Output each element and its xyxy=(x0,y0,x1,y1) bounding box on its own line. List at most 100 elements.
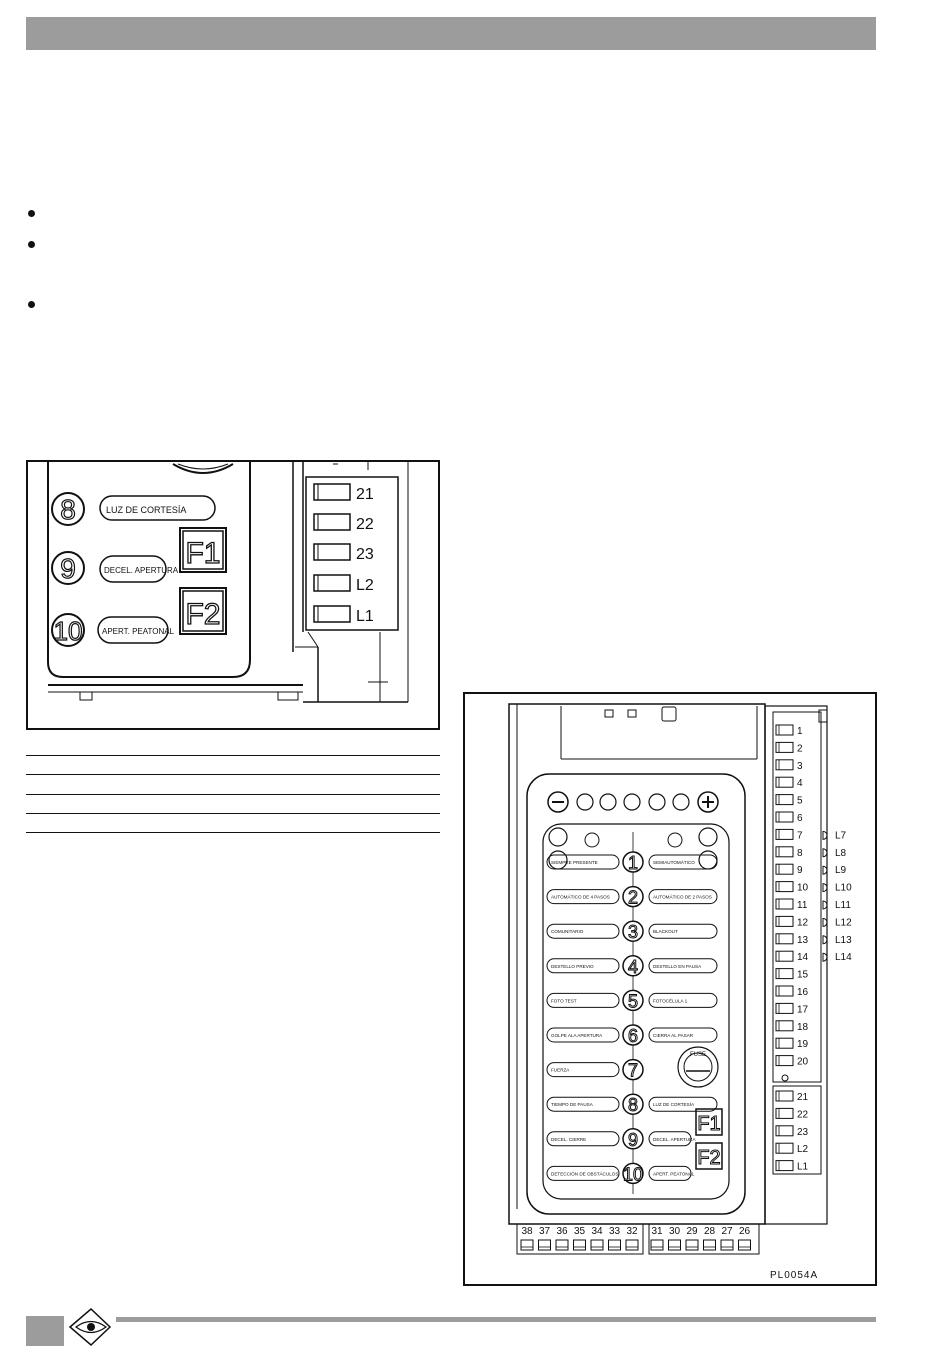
board-terminal-16: 16 xyxy=(775,985,809,998)
board-led-l8: L8 xyxy=(822,848,847,859)
header-bar xyxy=(26,17,876,50)
board-terminal-20: 20 xyxy=(775,1055,809,1068)
board-function-row-7: 7 FUERZA xyxy=(546,1058,644,1081)
fuse-label: FUSE xyxy=(690,1052,706,1058)
board-bottom-terminal-label-36: 36 xyxy=(556,1226,568,1237)
board-terminal-2: 2 xyxy=(775,741,803,754)
board-terminal-label-14: 14 xyxy=(797,952,809,963)
board-function-row-5: 5 FOTO TEST FOTOCÉLULA 1 xyxy=(546,989,718,1012)
detail-terminal-4-label: L2 xyxy=(356,577,374,594)
board-lower-terminal-label-l1: L1 xyxy=(797,1162,809,1173)
table-rule-2 xyxy=(26,774,440,775)
detail-button-9: 9 DECEL. APERTURA xyxy=(51,551,179,585)
board-bottom-terminal-label-31: 31 xyxy=(651,1226,663,1237)
board-function-number-5: 5 xyxy=(628,991,638,1011)
board-terminal-label-17: 17 xyxy=(797,1004,809,1015)
board-lower-terminal-label-22: 22 xyxy=(797,1109,809,1120)
board-left-label-10: DETECCIÓN DE OBSTÁCULOS xyxy=(551,1170,618,1176)
board-bottom-terminal-label-33: 33 xyxy=(609,1226,621,1237)
detail-terminal-3-label: 23 xyxy=(356,546,374,563)
board-terminal-label-1: 1 xyxy=(797,726,803,737)
board-function-number-7: 7 xyxy=(628,1061,638,1081)
bullet-1 xyxy=(28,210,35,217)
board-terminal-7: 7 xyxy=(775,828,803,841)
board-terminal-label-20: 20 xyxy=(797,1057,809,1068)
board-bottom-terminal-32: 32 xyxy=(625,1226,639,1251)
detail-button-10-label: APERT. PEATONAL xyxy=(102,627,175,636)
board-terminal-11: 11 xyxy=(775,898,808,911)
board-left-label-5: FOTO TEST xyxy=(551,998,577,1003)
board-terminal-13: 13 xyxy=(775,933,809,946)
detail-terminal-2: 22 xyxy=(313,513,374,533)
board-lower-terminal-l2: L2 xyxy=(775,1142,809,1155)
board-led-label-l12: L12 xyxy=(835,917,852,928)
detail-figure: 8 LUZ DE CORTESÍA 9 DECEL. APERTURA 10 A… xyxy=(26,460,440,730)
table-rule-3 xyxy=(26,794,440,795)
board-terminal-18: 18 xyxy=(775,1020,809,1033)
board-lower-terminal-l1: L1 xyxy=(775,1160,809,1173)
detail-key-f2: F2 xyxy=(179,587,227,635)
board-bottom-terminal-37: 37 xyxy=(538,1226,551,1251)
plus-button xyxy=(697,791,719,813)
board-bottom-terminal-33: 33 xyxy=(608,1226,621,1251)
board-led-label-l8: L8 xyxy=(835,848,847,859)
board-led-l11: L11 xyxy=(822,900,851,911)
board-terminal-label-13: 13 xyxy=(797,935,809,946)
board-lower-terminal-21: 21 xyxy=(775,1090,809,1103)
board-left-label-1: SIEMPRE PRESENTE xyxy=(551,860,598,865)
table-rule-4 xyxy=(26,813,440,814)
board-bottom-terminal-31: 31 xyxy=(650,1226,664,1251)
board-terminal-label-19: 19 xyxy=(797,1039,809,1050)
board-terminal-8: 8 xyxy=(775,846,803,859)
board-bottom-terminal-35: 35 xyxy=(573,1226,586,1251)
board-led-label-l9: L9 xyxy=(835,865,847,876)
board-right-label-5: FOTOCÉLULA 1 xyxy=(653,997,688,1003)
detail-terminal-5-label: L1 xyxy=(356,608,374,625)
board-terminal-5: 5 xyxy=(775,794,803,807)
board-terminal-label-7: 7 xyxy=(797,830,803,841)
board-bottom-terminal-36: 36 xyxy=(555,1226,569,1251)
board-right-label-9: DECEL. APERTURA xyxy=(653,1137,696,1142)
board-bottom-terminal-30: 30 xyxy=(668,1226,681,1251)
board-terminal-4: 4 xyxy=(775,776,803,789)
board-bottom-terminal-label-30: 30 xyxy=(669,1226,681,1237)
board-terminal-label-15: 15 xyxy=(797,970,809,981)
board-terminal-3: 3 xyxy=(775,759,803,772)
detail-terminal-1: 21 xyxy=(313,483,374,503)
board-code: PL0054A xyxy=(770,1270,818,1281)
minus-button xyxy=(547,791,569,813)
detail-terminal-2-label: 22 xyxy=(356,516,374,533)
board-bottom-terminal-28: 28 xyxy=(703,1226,716,1251)
board-function-number-4: 4 xyxy=(628,957,638,977)
board-left-label-3: COMUNITARIO xyxy=(551,929,584,934)
detail-button-8: 8 LUZ DE CORTESÍA xyxy=(51,492,216,526)
board-left-label-7: FUERZA xyxy=(551,1068,570,1073)
board-terminal-label-11: 11 xyxy=(797,900,808,911)
board-terminal-label-8: 8 xyxy=(797,848,803,859)
detail-button-8-number: 8 xyxy=(60,494,76,525)
board-lower-terminal-label-21: 21 xyxy=(797,1092,809,1103)
board-terminal-17: 17 xyxy=(775,1002,809,1015)
board-right-label-8: LUZ DE CORTESÍA xyxy=(653,1101,695,1107)
board-left-label-2: AUTOMÁTICO DE 4 PASOS xyxy=(551,894,610,900)
board-bottom-terminal-label-28: 28 xyxy=(704,1226,716,1237)
board-function-number-8: 8 xyxy=(628,1095,638,1115)
board-left-label-9: DECEL. CIERRE xyxy=(551,1137,586,1142)
board-bottom-terminal-27: 27 xyxy=(720,1226,734,1251)
board-bottom-terminal-label-32: 32 xyxy=(626,1226,638,1237)
board-terminal-label-3: 3 xyxy=(797,761,803,772)
detail-button-10-number: 10 xyxy=(54,616,83,646)
board-function-number-3: 3 xyxy=(628,922,638,942)
board-terminal-1: 1 xyxy=(775,724,803,737)
board-led-l12: L12 xyxy=(822,917,852,928)
board-led-l13: L13 xyxy=(822,935,852,946)
board-bottom-terminal-label-26: 26 xyxy=(739,1226,751,1237)
board-led-label-l7: L7 xyxy=(835,830,847,841)
detail-key-f2-label: F2 xyxy=(185,598,220,631)
board-right-label-3: BLACKOUT xyxy=(653,929,678,934)
board-led-label-l13: L13 xyxy=(835,935,852,946)
